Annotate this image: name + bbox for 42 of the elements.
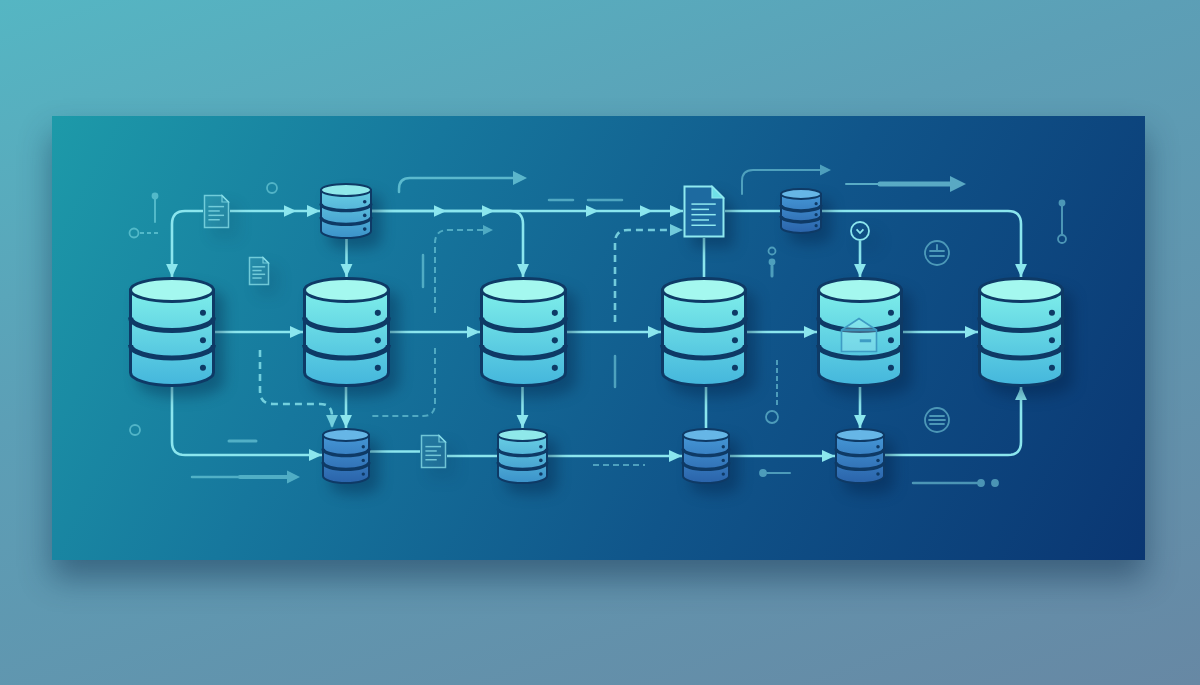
flow-arrow — [730, 450, 835, 462]
connector-line — [725, 209, 780, 213]
flow-arrow — [372, 205, 683, 217]
flow-arrow — [854, 241, 866, 277]
flow-arrow — [340, 387, 352, 428]
document-icon — [683, 185, 725, 238]
database-cylinder — [322, 428, 370, 484]
database-cylinder — [817, 277, 903, 387]
flow-arrow — [170, 387, 322, 461]
document-icon — [248, 256, 270, 286]
database-cylinder — [780, 188, 822, 234]
database-cylinder — [978, 277, 1064, 387]
flow-arrow — [215, 326, 303, 338]
connector-line — [447, 454, 497, 458]
database-cylinder — [320, 183, 372, 239]
dashed-arrow — [258, 350, 338, 428]
flow-arrow — [903, 326, 978, 338]
connector-line — [370, 450, 420, 453]
dashed-arrow — [613, 224, 683, 322]
database-cylinder — [497, 428, 548, 484]
database-cylinder — [661, 277, 747, 387]
database-cylinder — [835, 428, 885, 484]
flow-arrow — [567, 326, 661, 338]
database-cylinder — [682, 428, 730, 484]
chevron-circle-icon — [850, 221, 870, 241]
flow-arrow — [230, 205, 320, 217]
flow-arrow — [885, 387, 1027, 457]
flow-arrow — [340, 239, 353, 277]
flow-arrow — [516, 387, 529, 428]
document-icon — [203, 194, 230, 229]
flow-arrow — [166, 209, 203, 277]
connector-line — [702, 238, 706, 277]
flow-arrow — [747, 326, 817, 338]
database-cylinder — [129, 277, 215, 387]
flow-arrow — [390, 326, 480, 338]
database-cylinder — [303, 277, 390, 387]
database-cylinder — [480, 277, 567, 387]
flow-arrow — [548, 450, 682, 462]
flow-arrow — [822, 209, 1027, 277]
flow-arrow — [854, 387, 866, 428]
connector-line — [704, 387, 708, 428]
document-icon — [420, 434, 447, 469]
